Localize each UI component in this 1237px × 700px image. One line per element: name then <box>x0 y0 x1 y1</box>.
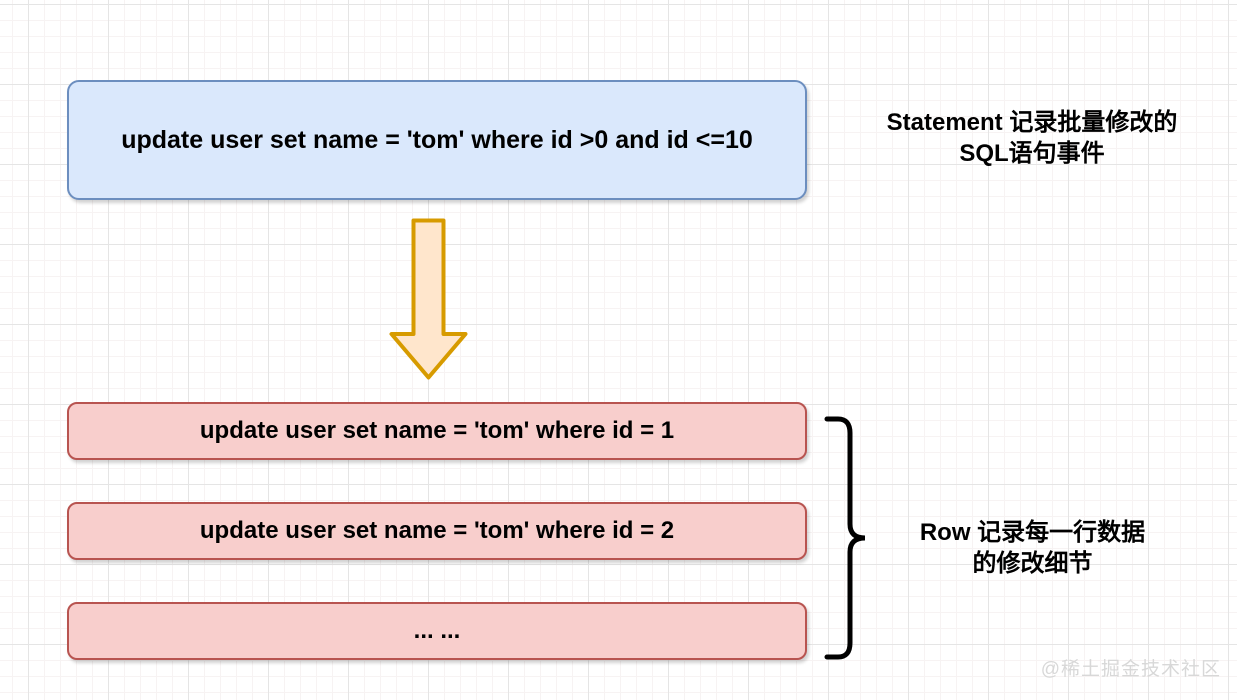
right-curly-brace-shape <box>824 416 866 660</box>
statement-format-label-line2: SQL语句事件 <box>959 140 1105 167</box>
row-sql-text-1: update user set name = 'tom' where id = … <box>199 417 675 444</box>
statement-sql-text: update user set name = 'tom' where id >0… <box>121 125 753 154</box>
row-format-label-line1: Row 记录每一行数据 <box>919 519 1146 546</box>
statement-format-label-line1: Statement 记录批量修改的 <box>886 109 1178 136</box>
down-arrow-shape <box>389 218 468 380</box>
down-arrow-icon <box>389 218 468 380</box>
statement-format-label: Statement 记录批量修改的 SQL语句事件 <box>832 107 1232 169</box>
row-sql-box-3: ... ... <box>67 602 807 660</box>
right-curly-brace-icon <box>824 416 866 660</box>
row-format-label-line2: 的修改细节 <box>972 550 1093 577</box>
row-format-label: Row 记录每一行数据 的修改细节 <box>840 517 1225 579</box>
statement-sql-box: update user set name = 'tom' where id >0… <box>67 80 807 200</box>
row-sql-box-2: update user set name = 'tom' where id = … <box>67 502 807 560</box>
row-sql-text-3: ... ... <box>413 617 461 644</box>
row-sql-text-2: update user set name = 'tom' where id = … <box>199 517 675 544</box>
row-sql-box-1: update user set name = 'tom' where id = … <box>67 402 807 460</box>
watermark: @稀土掘金技术社区 <box>1040 659 1221 680</box>
